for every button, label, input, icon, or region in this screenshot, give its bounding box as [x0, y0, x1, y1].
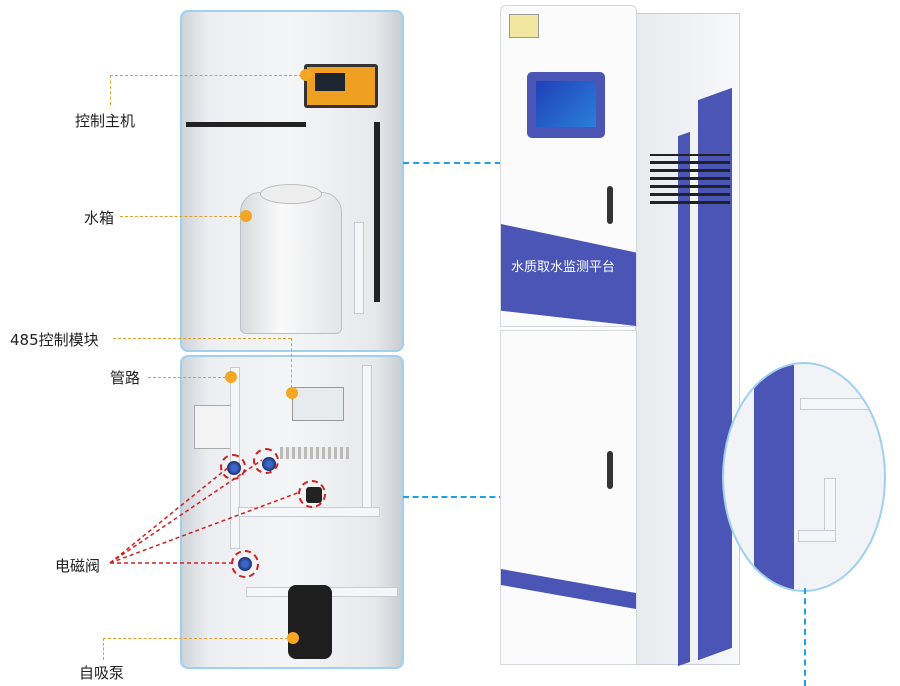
door-handle[interactable] — [607, 186, 613, 224]
upper-compartment-photo — [180, 10, 404, 352]
vent-grille — [650, 154, 730, 204]
cabinet-title: 水质取水监测平台 — [511, 260, 616, 275]
callout-line — [148, 377, 226, 378]
callout-line — [103, 638, 104, 660]
connector-line — [403, 496, 505, 498]
callout-line — [113, 338, 291, 339]
cabinet-side — [635, 13, 740, 667]
label-controller: 控制主机 — [75, 112, 136, 130]
label-water-tank: 水箱 — [84, 209, 115, 227]
callout-dot — [300, 69, 312, 81]
callout-dot — [225, 371, 237, 383]
cabinet-title-band — [501, 224, 636, 326]
pipe-fitting — [800, 398, 872, 410]
control-module-485 — [292, 387, 344, 421]
cabinet-lower-door — [500, 330, 637, 665]
cabinet-upper-door: 水质取水监测平台 — [500, 5, 637, 327]
callout-dot — [287, 632, 299, 644]
valve-highlight — [253, 448, 279, 474]
touch-screen — [527, 72, 605, 138]
callout-line — [120, 216, 242, 217]
callout-dot — [286, 387, 298, 399]
pipe — [354, 222, 364, 314]
pump — [288, 585, 332, 659]
breaker — [194, 405, 232, 449]
warning-label — [509, 14, 539, 38]
label-solenoid-valve: 电磁阀 — [55, 557, 101, 575]
bottom-stripe — [501, 569, 636, 609]
inset-connector-line — [804, 588, 806, 686]
detail-inset — [722, 362, 886, 592]
door-handle[interactable] — [607, 451, 613, 489]
callout-line — [110, 75, 302, 76]
callout-line — [291, 338, 292, 388]
label-485-control-module: 485控制模块 — [10, 331, 99, 349]
callout-line — [110, 75, 111, 105]
callout-dot — [240, 210, 252, 222]
cable — [374, 122, 380, 302]
cabinet: 水质取水监测平台 — [500, 5, 740, 668]
tank-lid — [260, 184, 322, 204]
callout-line — [103, 638, 288, 639]
cable — [186, 122, 306, 127]
pipe-fitting — [798, 530, 836, 542]
valve-highlight — [298, 480, 326, 508]
controller-unit — [304, 64, 378, 108]
label-self-priming-pump: 自吸泵 — [79, 664, 125, 682]
terminal-strip — [280, 447, 350, 459]
label-pipeline: 管路 — [110, 369, 141, 387]
valve-highlight — [231, 550, 259, 578]
lower-compartment-photo — [180, 355, 404, 669]
connector-line — [403, 162, 511, 164]
side-stripe — [678, 131, 690, 667]
